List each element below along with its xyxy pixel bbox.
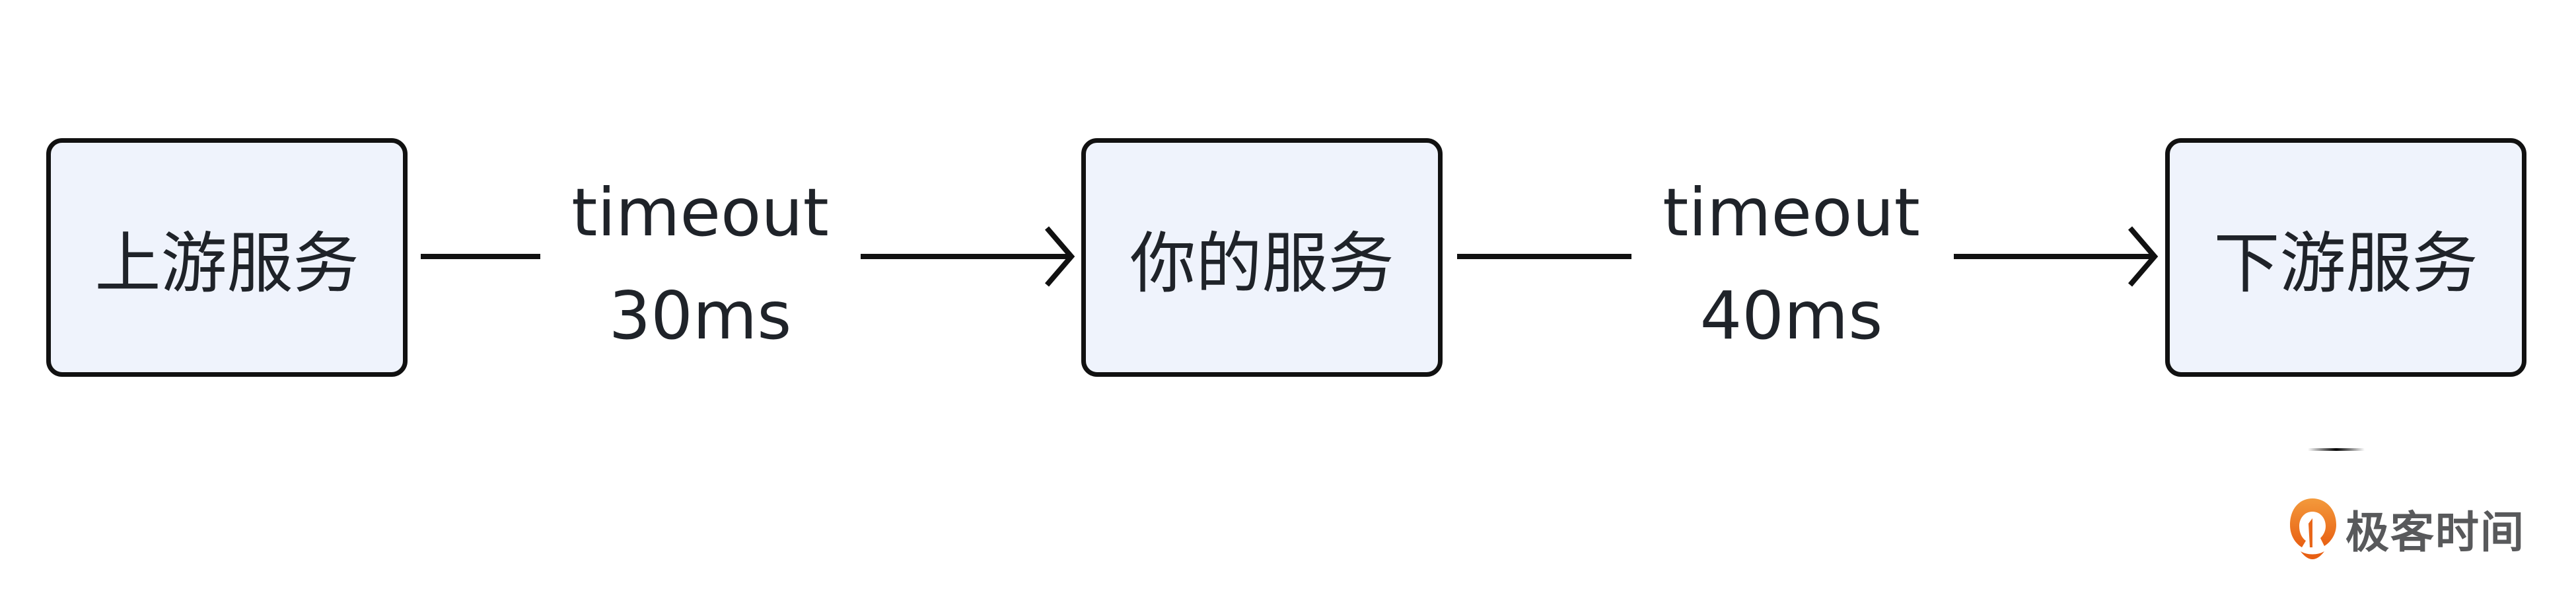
- node-label: 你的服务: [1129, 225, 1394, 302]
- arrowhead-icon: [2128, 226, 2159, 287]
- edge-label-timeout: timeout: [571, 174, 829, 251]
- node-label: 上游服务: [94, 225, 359, 302]
- logo-text: 极客时间: [2345, 507, 2525, 558]
- node-your-service: 你的服务: [1081, 138, 1443, 377]
- edge-label-value: 30ms: [608, 277, 792, 354]
- edge-label-value: 40ms: [1699, 277, 1883, 354]
- edge-label-timeout: timeout: [1663, 174, 1920, 251]
- node-downstream-service: 下游服务: [2165, 138, 2526, 377]
- divider: [2308, 448, 2365, 451]
- node-label: 下游服务: [2213, 225, 2478, 302]
- node-upstream-service: 上游服务: [46, 138, 408, 377]
- logo: 极客时间: [2289, 497, 2525, 561]
- arrowhead-icon: [1044, 226, 1075, 287]
- geektime-logo-icon: [2290, 498, 2336, 559]
